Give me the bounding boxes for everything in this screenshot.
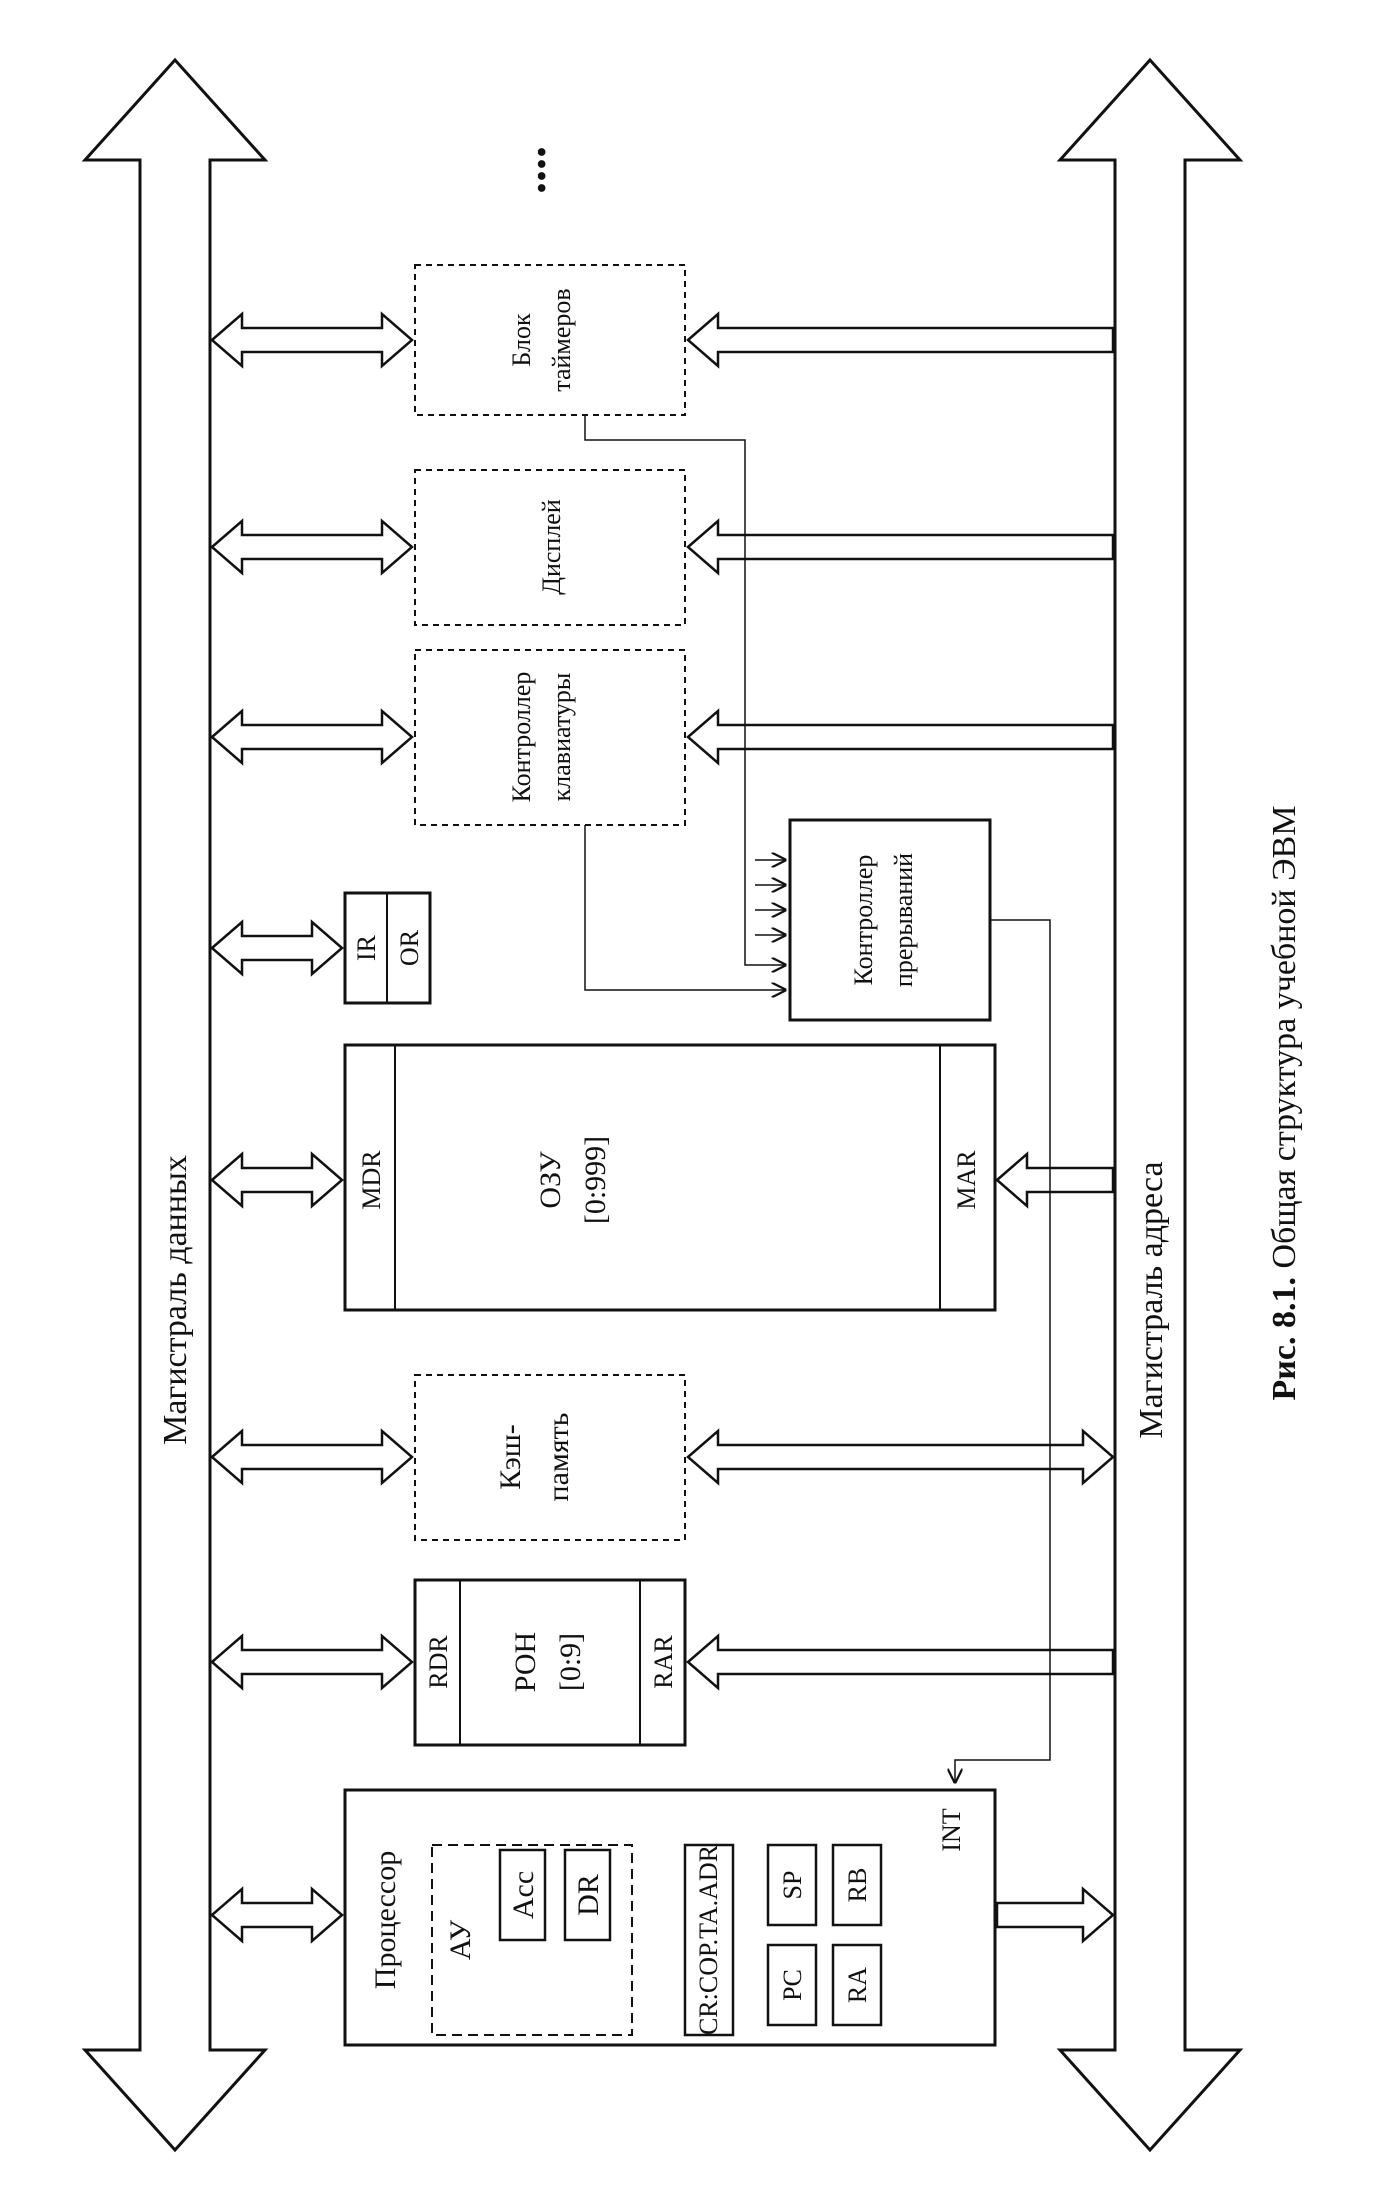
- io-registers-block: [343, 891, 432, 1005]
- figure-caption-label: Рис. 8.1.: [1266, 1277, 1303, 1400]
- keyboard-controller-line2: клавиатуры: [547, 673, 576, 802]
- ir-register: IR: [352, 934, 381, 961]
- data-bus-label: Магистраль данных: [157, 1155, 194, 1445]
- processor-title: Процессор: [369, 1851, 402, 1989]
- rdr-register: RDR: [424, 1635, 453, 1689]
- interrupt-signal-lines: [584, 415, 1051, 1782]
- sp-register: SP: [778, 1871, 807, 1900]
- timer-block-line1: Блок: [507, 313, 536, 367]
- ram-title: ОЗУ: [534, 1151, 567, 1209]
- mar-register: MAR: [952, 1150, 981, 1210]
- address-bus-to-ram-arrow: [995, 1151, 1115, 1209]
- data-bus-to-io-regs-arrow: [210, 919, 344, 977]
- cache-block: [414, 1374, 686, 1541]
- alu-label: АУ: [444, 1919, 477, 1960]
- data-bus: [81, 57, 269, 2153]
- ra-register: RA: [843, 1967, 872, 2003]
- keyboard-controller-line1: Контроллер: [507, 672, 536, 803]
- data-bus-to-gpr-arrow: [210, 1633, 414, 1691]
- data-bus-to-timer-arrow: [210, 311, 414, 369]
- address-bus: [1056, 57, 1244, 2153]
- more-devices-ellipsis: ....: [503, 146, 556, 194]
- data-bus-to-processor-arrow: [210, 1886, 344, 1944]
- data-bus-to-display-arrow: [210, 518, 414, 576]
- cache-title-line2: память: [542, 1413, 575, 1502]
- bus-connections: [210, 311, 1115, 1944]
- address-bus-to-keyboard-arrow: [686, 708, 1115, 766]
- gpr-range: [0:9]: [554, 1633, 587, 1691]
- pc-register: PC: [778, 1969, 807, 2001]
- processor-block: [343, 1788, 997, 2047]
- cache-title-line1: Кэш-: [494, 1424, 527, 1490]
- processor-to-address-bus-arrow: [995, 1886, 1115, 1944]
- ram-block: [343, 1043, 997, 1312]
- data-bus-to-ram-arrow: [210, 1151, 344, 1209]
- cr-register: CR:COP.TA.ADR: [694, 1844, 723, 2035]
- acc-register: Acc: [507, 1871, 540, 1919]
- timer-block-line2: таймеров: [547, 288, 576, 391]
- data-bus-to-cache-arrow: [210, 1428, 414, 1486]
- timer-block: [414, 264, 686, 416]
- address-bus-label: Магистраль адреса: [1133, 1161, 1170, 1438]
- address-bus-to-display-arrow: [686, 518, 1115, 576]
- dr-register: DR: [572, 1874, 605, 1916]
- display-block: [414, 469, 686, 626]
- data-bus-to-keyboard-arrow: [210, 708, 414, 766]
- gpr-title: РОН: [509, 1632, 542, 1692]
- interrupt-controller-line2: прерываний: [889, 853, 918, 987]
- rb-register: RB: [843, 1868, 872, 1903]
- int-label: INT: [937, 1808, 966, 1851]
- keyboard-controller-block: [414, 649, 686, 826]
- gpr-block: [413, 1578, 687, 1747]
- display-title: Дисплей: [537, 499, 566, 595]
- interrupt-controller-line1: Контроллер: [849, 855, 878, 986]
- cache-to-address-bus-arrow: [686, 1428, 1115, 1486]
- figure-caption-text: Общая структура учебной ЭВМ: [1266, 806, 1303, 1277]
- or-register: OR: [395, 929, 424, 966]
- ram-range: [0:999]: [579, 1136, 612, 1224]
- figure-caption: Рис. 8.1. Общая структура учебной ЭВМ: [1266, 806, 1303, 1401]
- rar-register: RAR: [649, 1635, 678, 1689]
- address-bus-to-timer-arrow: [686, 311, 1115, 369]
- address-bus-to-gpr-arrow: [686, 1633, 1115, 1691]
- mdr-register: MDR: [357, 1150, 386, 1210]
